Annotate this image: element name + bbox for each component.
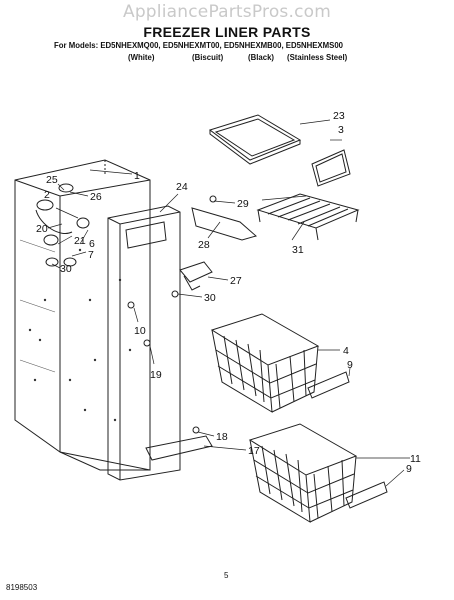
page-title: FREEZER LINER PARTS	[143, 24, 311, 40]
callout-17: 17	[248, 445, 260, 457]
color-label-stainless: (Stainless Steel)	[287, 53, 348, 62]
freezer-liner	[14, 159, 151, 471]
callout-24: 24	[176, 181, 188, 193]
callout-7: 7	[88, 249, 94, 261]
callout-18: 18	[216, 431, 228, 443]
callout-21: 21	[74, 235, 86, 247]
shelf-bracket	[191, 195, 258, 241]
callout-27: 27	[230, 275, 242, 287]
glass-shelf	[208, 114, 302, 165]
liner-fittings	[35, 183, 90, 267]
wire-shelf	[256, 193, 360, 241]
callout-9-upper: 9	[347, 359, 353, 371]
callout-19: 19	[150, 369, 162, 381]
lower-rail	[145, 426, 213, 461]
control-housing	[127, 261, 213, 347]
upper-basket	[210, 313, 350, 413]
callout-6: 6	[89, 238, 95, 250]
callout-1: 1	[134, 170, 140, 182]
mullion-panel	[107, 205, 181, 481]
callout-3: 3	[338, 124, 344, 136]
callout-28: 28	[198, 239, 210, 251]
shelf-panel	[311, 149, 351, 187]
callout-30-upper: 30	[60, 263, 72, 275]
callout-10: 10	[134, 325, 146, 337]
callout-20: 20	[36, 223, 48, 235]
document-number: 8198503	[6, 583, 38, 592]
callout-2: 2	[44, 189, 50, 201]
callout-4: 4	[343, 345, 349, 357]
lower-basket	[248, 423, 388, 523]
color-label-white: (White)	[128, 53, 155, 62]
callout-30-lower: 30	[204, 292, 216, 304]
callout-29: 29	[237, 198, 249, 210]
callout-25: 25	[46, 174, 58, 186]
models-line: For Models: ED5NHEXMQ00, ED5NHEXMT00, ED…	[54, 41, 343, 50]
watermark-text: AppliancePartsPros.com	[122, 2, 331, 22]
color-label-biscuit: (Biscuit)	[192, 53, 224, 62]
callout-9-lower: 9	[406, 463, 412, 475]
callout-11: 11	[410, 453, 421, 465]
callout-31: 31	[292, 244, 304, 256]
callout-23: 23	[333, 110, 345, 122]
callout-26: 26	[90, 191, 102, 203]
color-label-black: (Black)	[248, 53, 274, 62]
callout-labels: 1 25 26 2 20 21 6 7 30 24 29 28 23 3 31 …	[36, 110, 421, 475]
page-number: 5	[224, 571, 229, 580]
